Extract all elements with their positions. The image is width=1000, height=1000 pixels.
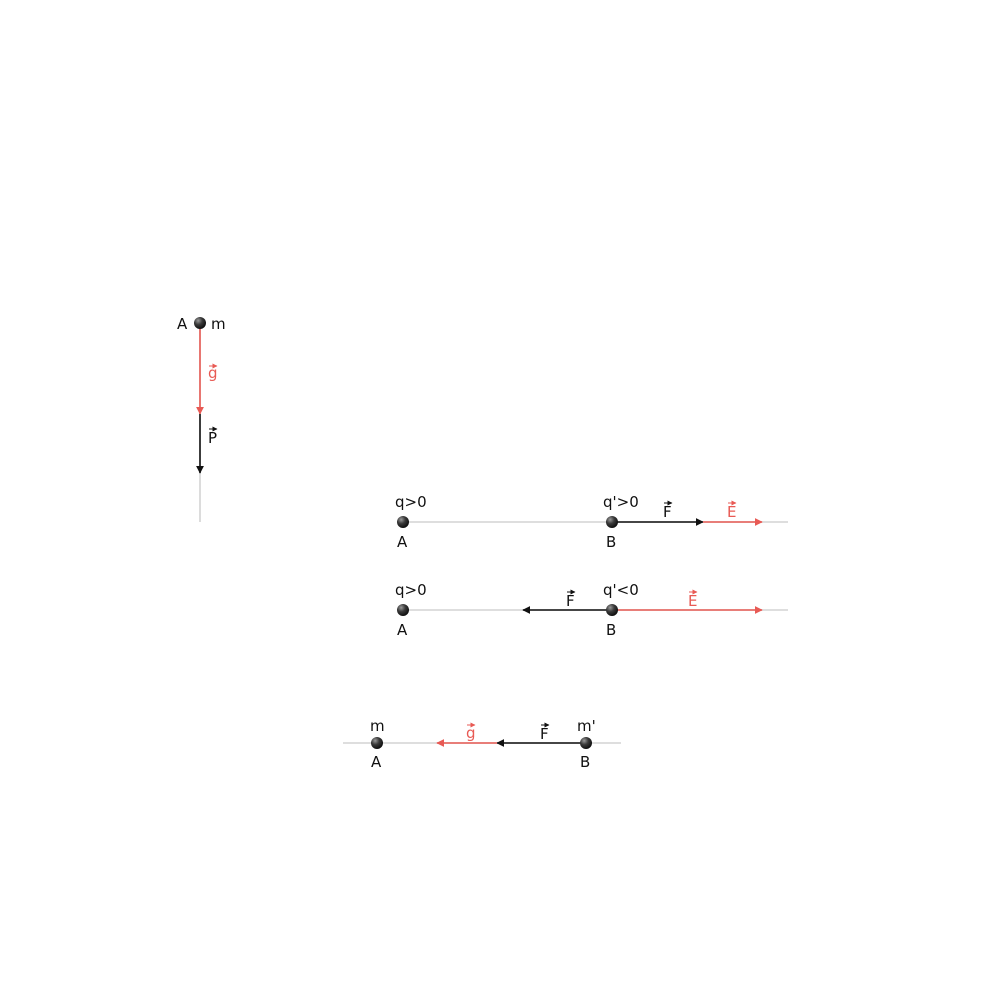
masses-field-label: g xyxy=(466,722,476,742)
svg-text:E: E xyxy=(727,503,736,521)
gravity-mass-label: m xyxy=(211,315,226,333)
mass-particle-b xyxy=(580,737,592,749)
gravity-scene: A m g P xyxy=(177,315,226,522)
svg-text:E: E xyxy=(688,592,697,610)
like-charges-scene: q>0 q'>0 A B F E xyxy=(395,493,788,551)
unlike-charges-point-b-label: B xyxy=(606,621,616,639)
masses-scene: m m' A B g F xyxy=(343,717,621,771)
unlike-charges-scene: q>0 q'<0 A B F E xyxy=(395,581,788,639)
unlike-charges-charge-b-label: q'<0 xyxy=(603,581,639,599)
like-charges-force-label: F xyxy=(663,500,673,521)
like-charges-charge-b-label: q'>0 xyxy=(603,493,639,511)
mass-particle-a xyxy=(371,737,383,749)
gravity-field-label: g xyxy=(208,363,218,382)
masses-point-a-label: A xyxy=(371,753,382,771)
svg-text:P: P xyxy=(208,429,217,447)
charge-particle-a xyxy=(397,516,409,528)
gravity-point-label: A xyxy=(177,315,188,333)
masses-mass-b-label: m' xyxy=(577,717,596,735)
unlike-charges-force-label: F xyxy=(566,589,576,610)
masses-mass-a-label: m xyxy=(370,717,385,735)
like-charges-charge-a-label: q>0 xyxy=(395,493,427,511)
like-charges-point-b-label: B xyxy=(606,533,616,551)
unlike-charges-field-label: E xyxy=(688,589,698,610)
charge-particle-a xyxy=(397,604,409,616)
charge-particle-b xyxy=(606,604,618,616)
svg-text:F: F xyxy=(566,592,575,610)
weight-force-label: P xyxy=(208,426,218,447)
like-charges-field-label: E xyxy=(727,500,737,521)
mass-particle-a xyxy=(194,317,206,329)
like-charges-point-a-label: A xyxy=(397,533,408,551)
svg-text:g: g xyxy=(208,364,218,382)
svg-text:g: g xyxy=(466,724,476,742)
masses-point-b-label: B xyxy=(580,753,590,771)
charge-particle-b xyxy=(606,516,618,528)
masses-force-label: F xyxy=(540,722,550,743)
svg-text:F: F xyxy=(540,725,549,743)
unlike-charges-charge-a-label: q>0 xyxy=(395,581,427,599)
svg-text:F: F xyxy=(663,503,672,521)
unlike-charges-point-a-label: A xyxy=(397,621,408,639)
